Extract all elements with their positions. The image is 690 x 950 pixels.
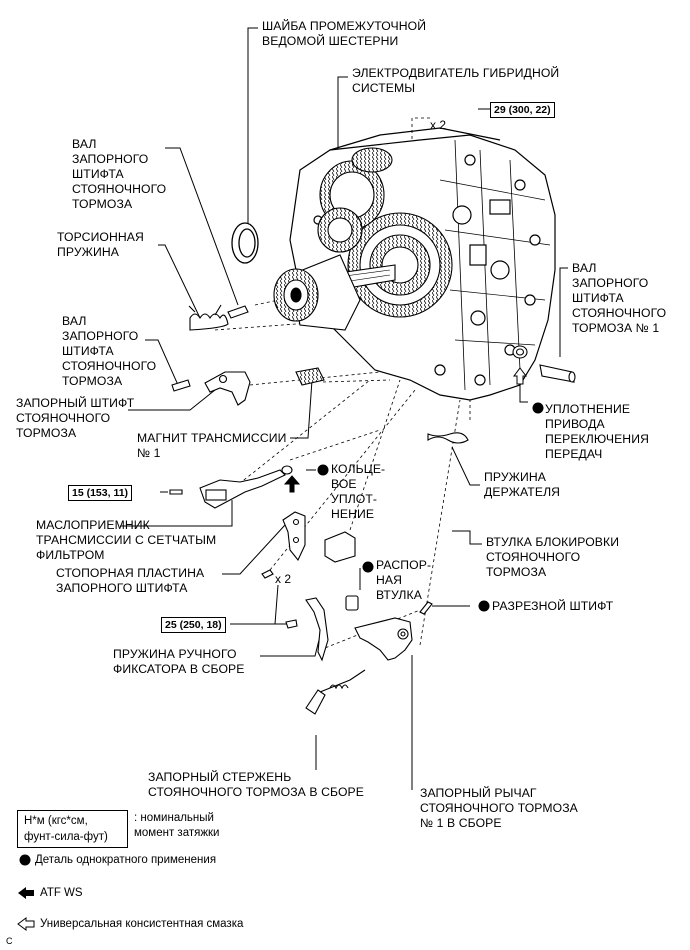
quantity-x2-mid: x 2	[275, 572, 292, 586]
legend-torque-desc: : номинальный момент затяжки	[134, 812, 220, 839]
atf-arrow-marker	[283, 475, 301, 493]
label-stopper-plate: СТОПОРНАЯ ПЛАСТИНА ЗАПОРНОГО ШТИФТА	[56, 566, 205, 595]
label-oil-strainer: МАСЛОПРИЕМНИК ТРАНСМИССИИ С СЕТЧАТЫМ ФИЛ…	[36, 518, 217, 562]
corner-mark: C	[6, 936, 13, 946]
single-use-markers	[317, 402, 544, 612]
torque-box-29: 29 (300, 22)	[490, 102, 555, 118]
legend-torque-box: Н*м (кгс*см, фунт-сила-фут)	[17, 810, 128, 848]
torque-box-15: 15 (153, 11)	[68, 485, 133, 501]
label-lock-rod: ЗАПОРНЫЙ СТЕРЖЕНЬ СТОЯНОЧНОГО ТОРМОЗА В …	[148, 770, 364, 799]
legend-single-use: Деталь однократного применения	[35, 854, 217, 866]
label-parking-pawl: ЗАПОРНЫЙ ШТИФТ СТОЯНОЧНОГО ТОРМОЗА	[16, 396, 135, 440]
quantity-x2-top: x 2	[430, 118, 447, 132]
grease-arrow-marker	[513, 367, 527, 385]
small-parts	[169, 304, 576, 715]
label-spacer: РАСПОР- НАЯ ВТУЛКА	[376, 558, 432, 602]
label-o-ring: КОЛЬЦЕ- ВОЕ УПЛОТ- НЕНИЕ	[331, 462, 386, 521]
label-magnet: МАГНИТ ТРАНСМИССИИ № 1	[137, 431, 287, 460]
label-hybrid-motor: ЭЛЕКТРОДВИГАТЕЛЬ ГИБРИДНОЙ СИСТЕМЫ	[352, 66, 560, 95]
label-idler-washer: ШАЙБА ПРОМЕЖУТОЧНОЙ ВЕДОМОЙ ШЕСТЕРНИ	[262, 19, 427, 48]
legend-grease: Универсальная консистентная смазка	[40, 918, 244, 930]
label-pawl-shaft-mid: ВАЛ ЗАПОРНОГО ШТИФТА СТОЯНОЧНОГО ТОРМОЗА	[62, 314, 157, 388]
legend-icons	[17, 854, 35, 931]
label-lock-sleeve: ВТУЛКА БЛОКИРОВКИ СТОЯНОЧНОГО ТОРМОЗА	[486, 535, 620, 579]
gear-set	[273, 147, 453, 331]
label-shift-seal: УПЛОТНЕНИЕ ПРИВОДА ПЕРЕКЛЮЧЕНИЯ ПЕРЕДАЧ	[545, 402, 649, 461]
label-lock-lever: ЗАПОРНЫЙ РЫЧАГ СТОЯНОЧНОГО ТОРМОЗА № 1 В…	[420, 786, 578, 830]
label-torsion-spring: ТОРСИОННАЯ ПРУЖИНА	[57, 230, 144, 259]
leader-lines	[120, 27, 568, 790]
idler-washer	[231, 222, 259, 264]
label-pawl-shaft-right: ВАЛ ЗАПОРНОГО ШТИФТА СТОЯНОЧНОГО ТОРМОЗА…	[572, 261, 667, 335]
legend-atf: ATF WS	[40, 887, 83, 899]
label-holder-spring: ПРУЖИНА ДЕРЖАТЕЛЯ	[484, 470, 561, 499]
label-detent-spring: ПРУЖИНА РУЧНОГО ФИКСАТОРА В СБОРЕ	[113, 647, 245, 676]
label-slotted-pin: РАЗРЕЗНОЙ ШТИФТ	[492, 599, 614, 613]
label-pawl-shaft-left: ВАЛ ЗАПОРНОГО ШТИФТА СТОЯНОЧНОГО ТОРМОЗА	[72, 137, 167, 211]
torque-box-25: 25 (250, 18)	[161, 617, 226, 633]
